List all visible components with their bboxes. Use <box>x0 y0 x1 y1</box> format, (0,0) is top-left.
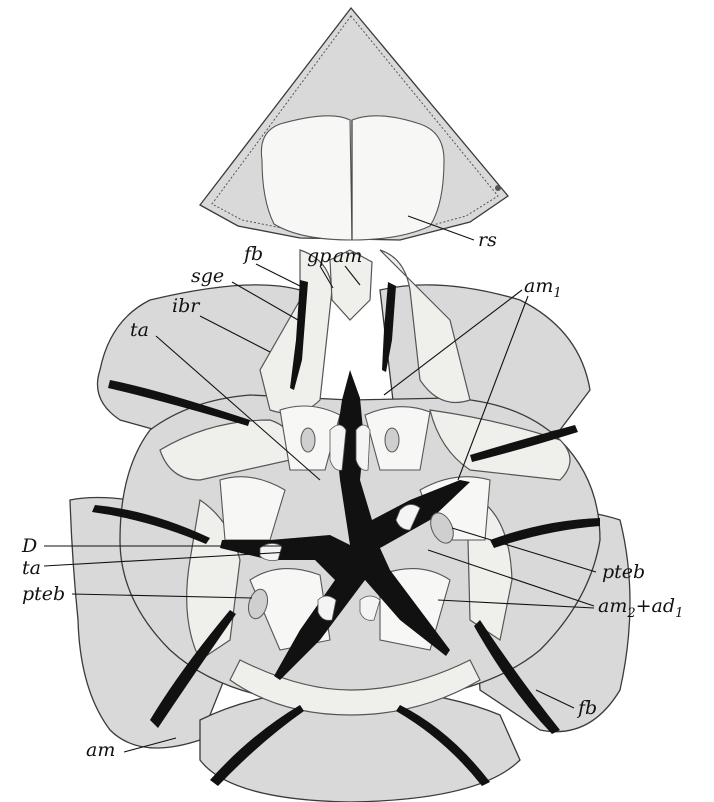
label-fb-bottom: fb <box>576 697 597 719</box>
label-am-top: am <box>333 245 362 267</box>
leader-fb-top <box>256 264 300 286</box>
label-pteb-right: pteb <box>602 561 645 583</box>
label-ibr: ibr <box>172 295 201 317</box>
label-fb-top: fb <box>242 243 263 265</box>
detached-plate <box>200 8 508 240</box>
label-gp: gp <box>307 245 331 267</box>
label-rs: rs <box>478 229 497 251</box>
label-ta-left: ta <box>22 557 41 579</box>
label-ta-top: ta <box>130 319 149 341</box>
label-sge: sge <box>191 265 224 287</box>
label-pteb-left: pteb <box>22 583 65 605</box>
label-am-bottom: am <box>86 739 115 761</box>
label-am1: am1 <box>524 275 562 301</box>
label-D: D <box>21 535 37 557</box>
